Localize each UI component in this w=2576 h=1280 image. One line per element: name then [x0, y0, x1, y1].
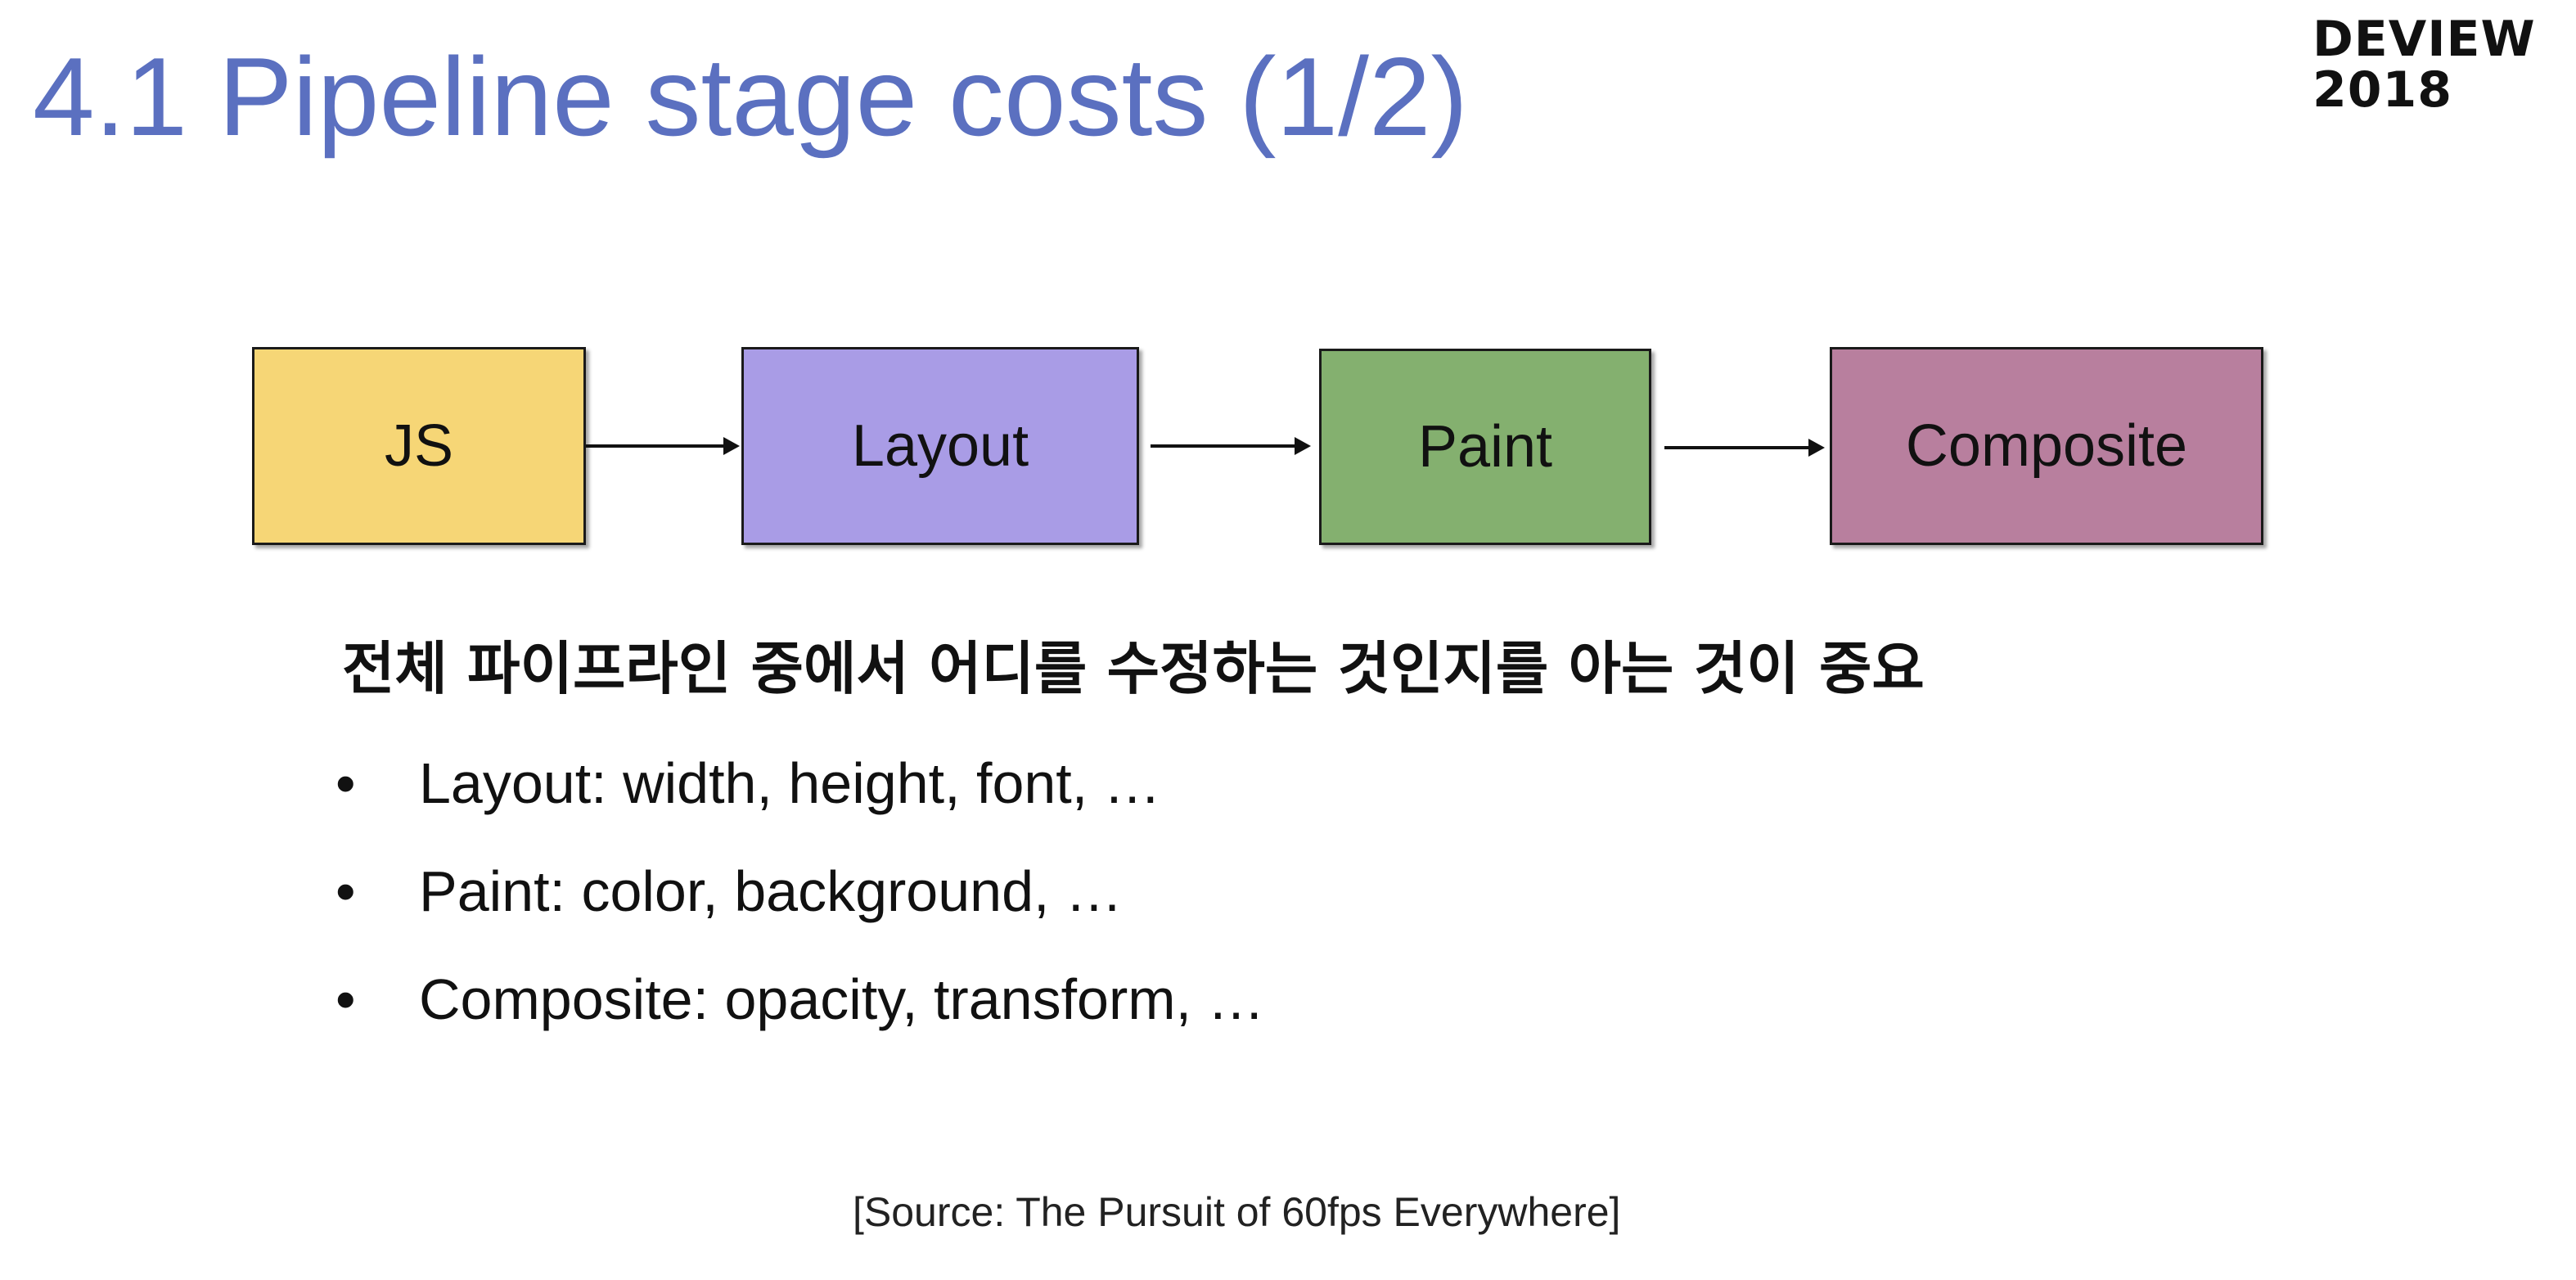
bullet-item-paint: •Paint: color, background, … [336, 863, 1123, 920]
arrow-paint-to-composite [1664, 439, 1825, 457]
bullet-glyph: • [336, 967, 356, 1031]
logo-line-1: DEVIEW [2313, 11, 2536, 68]
bullet-item-layout: •Layout: width, height, font, … [336, 755, 1161, 812]
deview-logo: DEVIEW 2018 [2313, 15, 2536, 115]
arrow-layout-to-paint [1151, 437, 1311, 455]
stage-composite: Composite [1830, 347, 2263, 545]
stage-layout: Layout [741, 347, 1139, 545]
bullet-text: Composite: opacity, transform, … [419, 967, 1265, 1031]
slide-subtitle: 전체 파이프라인 중에서 어디를 수정하는 것인지를 아는 것이 중요 [342, 635, 1925, 702]
bullet-glyph: • [336, 751, 356, 815]
bullet-text: Paint: color, background, … [419, 859, 1123, 923]
bullet-glyph: • [336, 859, 356, 923]
bullet-text: Layout: width, height, font, … [419, 751, 1161, 815]
source-citation: [Source: The Pursuit of 60fps Everywhere… [853, 1189, 1621, 1235]
logo-line-2: 2018 [2313, 61, 2452, 119]
slide-title: 4.1 Pipeline stage costs (1/2) [33, 34, 1468, 159]
arrow-js-to-layout [586, 437, 740, 455]
stage-js: JS [252, 347, 586, 545]
bullet-item-composite: •Composite: opacity, transform, … [336, 971, 1265, 1028]
stage-paint: Paint [1319, 349, 1651, 545]
